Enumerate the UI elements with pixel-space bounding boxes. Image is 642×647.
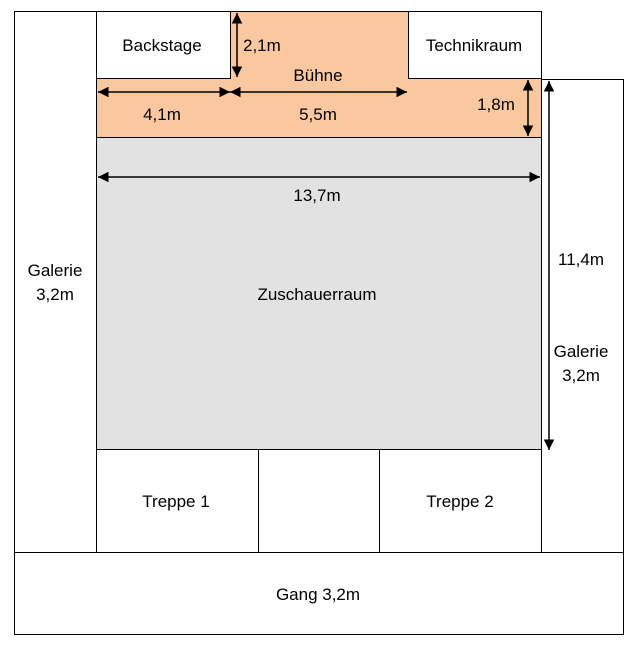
dim-stage-lower-depth: 1,8m: [477, 95, 515, 114]
galerie-right[interactable]: [541, 79, 624, 553]
label-zuschauerraum: Zuschauerraum: [257, 285, 376, 304]
dim-hall-width: 13,7m: [293, 186, 340, 205]
treppe-2[interactable]: [379, 449, 542, 553]
label-treppe-2: Treppe 2: [426, 492, 493, 511]
galerie-left[interactable]: [14, 11, 97, 553]
label-galerie-left-width: 3,2m: [36, 285, 74, 304]
label-backstage: Backstage: [122, 36, 201, 55]
label-treppe-1: Treppe 1: [142, 492, 209, 511]
gang[interactable]: [14, 552, 624, 635]
zuschauerraum[interactable]: [96, 137, 542, 450]
middle-room[interactable]: [258, 449, 380, 553]
backstage[interactable]: [96, 11, 231, 79]
dim-stage-center-width: 5,5m: [299, 105, 337, 124]
label-galerie-right-width: 3,2m: [562, 366, 600, 385]
technikraum[interactable]: [408, 11, 542, 79]
label-galerie-right: Galerie: [554, 342, 609, 361]
label-technikraum: Technikraum: [426, 36, 522, 55]
dim-stage-left-width: 4,1m: [143, 105, 181, 124]
dim-hall-depth: 11,4m: [558, 250, 604, 269]
dim-stage-upper-depth: 2,1m: [243, 36, 281, 55]
label-galerie-left: Galerie: [28, 261, 83, 280]
label-gang: Gang 3,2m: [276, 585, 360, 604]
label-buehne: Bühne: [293, 66, 342, 85]
